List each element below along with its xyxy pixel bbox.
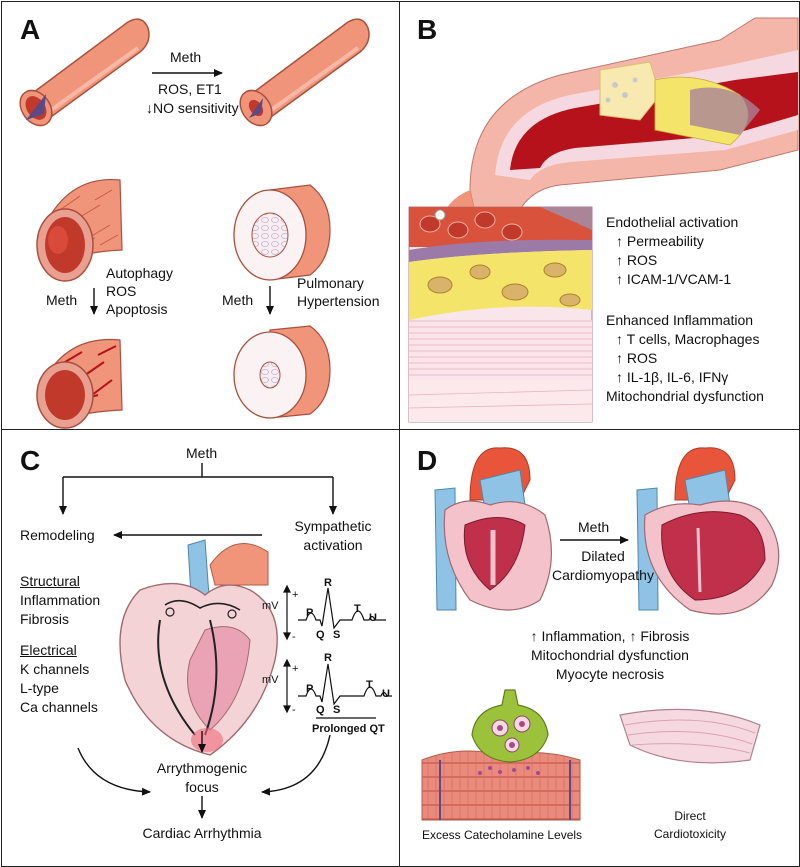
panel-a-apoptosis: Apoptosis [106, 301, 168, 317]
panel-c-focus: focus [185, 779, 219, 795]
panel-b-permeability: ↑ Permeability [616, 233, 704, 249]
up-arrow-icon: ↑ [616, 271, 623, 287]
ecg-prolonged [283, 658, 392, 719]
pulmonary-vessel-before [233, 184, 331, 281]
ecg-u-1: U [369, 612, 377, 624]
panel-a-illustrations [19, 18, 370, 429]
panel-b-endothelial-heading: Endothelial activation [606, 214, 739, 230]
panel-a-left-meth: Meth [46, 292, 78, 308]
ecg-s-2: S [333, 704, 341, 716]
panel-d-illustrations [421, 447, 780, 821]
panel-a-autophagy: Autophagy [106, 265, 173, 281]
up-arrow-icon: ↑ [616, 369, 623, 385]
panel-d-dilated: Dilated [581, 548, 625, 564]
ecg-prolonged-qt: Prolonged QT [312, 723, 385, 735]
up-arrow-icon: ↑ [616, 233, 623, 249]
atherosclerotic-artery [440, 17, 799, 236]
panel-a-ros-et1: ROS, ET1 [158, 81, 222, 97]
panel-c-meth: Meth [186, 445, 218, 461]
panel-c-arrythmogenic: Arrythmogenic [156, 760, 248, 776]
panel-a-ros: ROS [106, 283, 137, 299]
panel-b-icam: ↑ ICAM-1/VCAM-1 [616, 271, 732, 287]
horizontal-divider [1, 429, 799, 430]
panel-c-electrical: Electrical [20, 642, 77, 658]
pulmonary-vessel-after [233, 325, 331, 419]
myocyte-fiber [619, 708, 761, 764]
panel-d-necrosis: Myocyte necrosis [555, 666, 665, 682]
panel-c-activation: activation [303, 537, 363, 553]
heart-normal [434, 447, 552, 611]
panel-d-label: D [417, 445, 438, 476]
ecg-s-1: S [333, 629, 341, 641]
panel-c-label: C [20, 445, 41, 476]
ecg-minus-2: - [292, 704, 296, 716]
ecg-r-2: R [324, 652, 332, 664]
ecg-t-2: T [366, 679, 373, 691]
ecg-r-1: R [324, 577, 332, 589]
up-arrow-icon: ↑ [616, 350, 623, 366]
ecg-t-1: T [354, 603, 361, 615]
panel-c-inflammation: Inflammation [20, 592, 101, 608]
ecg-plus-1: + [292, 589, 299, 601]
up-arrow-icon: ↑ [616, 331, 623, 347]
endothelial-vessel-before [36, 178, 123, 282]
panel-b-illustrations [408, 17, 799, 423]
panel-c-k-channels: K channels [20, 661, 90, 677]
panel-c-l-type: L-type [20, 680, 59, 696]
panel-d-mito: Mitochondrial dysfunction [531, 647, 689, 663]
panel-a-hypertension: Hypertension [297, 293, 380, 309]
ecg-u-2: U [382, 688, 390, 700]
ecg-unit-2: mV [262, 674, 279, 686]
down-arrow-icon: ↓ [146, 100, 153, 116]
panel-a-meth-label: Meth [170, 49, 202, 65]
ecg-unit-1: mV [262, 600, 279, 612]
synapse-illustration [421, 689, 581, 821]
panel-c-ca-channels: Ca channels [20, 699, 98, 715]
endothelial-vessel-after [36, 338, 123, 429]
heart-dilated [636, 447, 780, 615]
ecg-q-2: Q [316, 704, 325, 716]
ecg-plus-2: + [292, 663, 299, 675]
panel-b-ros-1: ↑ ROS [616, 252, 658, 268]
panel-c-sympathetic: Sympathetic [294, 518, 372, 534]
ecg-q-1: Q [316, 629, 325, 641]
panel-c-structural: Structural [20, 573, 80, 589]
panel-b-ros-2: ↑ ROS [616, 350, 658, 366]
panel-a-pulmonary: Pulmonary [297, 275, 364, 291]
panel-c-remodeling: Remodeling [20, 527, 95, 543]
ecg-normal [283, 584, 386, 641]
conduction-heart [119, 539, 278, 756]
panel-d-meth: Meth [578, 519, 610, 535]
up-arrow-icon: ↑ [616, 252, 623, 268]
panel-c-arrhythmia: Cardiac Arrhythmia [142, 825, 262, 841]
panel-d-inflammation-fibrosis: ↑ Inflammation, ↑ Fibrosis [530, 628, 690, 644]
panel-b-inflammation-heading: Enhanced Inflammation [606, 312, 754, 328]
panel-d-catecholamine: Excess Catecholamine Levels [421, 828, 583, 842]
vessel-wall-section [408, 206, 593, 423]
panel-b-mito: Mitochondrial dysfunction [606, 388, 764, 404]
panel-a-no-sensitivity: ↓NO sensitivity [146, 100, 239, 116]
panel-a-right-meth: Meth [222, 292, 254, 308]
panel-a-label: A [20, 14, 41, 45]
ecg-p-1: P [306, 607, 314, 619]
panel-d-cardiomyopathy: Cardiomyopathy [552, 567, 654, 583]
panel-c-illustrations [59, 463, 392, 819]
panel-c-fibrosis: Fibrosis [20, 611, 70, 627]
vertical-divider [399, 1, 400, 866]
panel-b-label: B [417, 14, 438, 45]
ecg-minus-1: - [292, 631, 296, 643]
panel-d-direct: Direct [674, 809, 706, 823]
vessel-before [19, 18, 150, 127]
ecg-p-2: P [306, 683, 314, 695]
panel-d-cardiotoxicity: Cardiotoxicity [653, 827, 727, 841]
panel-b-tcells: ↑ T cells, Macrophages [616, 331, 760, 347]
panel-b-cytokines: ↑ IL-1β, IL-6, IFNγ [616, 369, 729, 385]
vessel-after [239, 18, 370, 127]
